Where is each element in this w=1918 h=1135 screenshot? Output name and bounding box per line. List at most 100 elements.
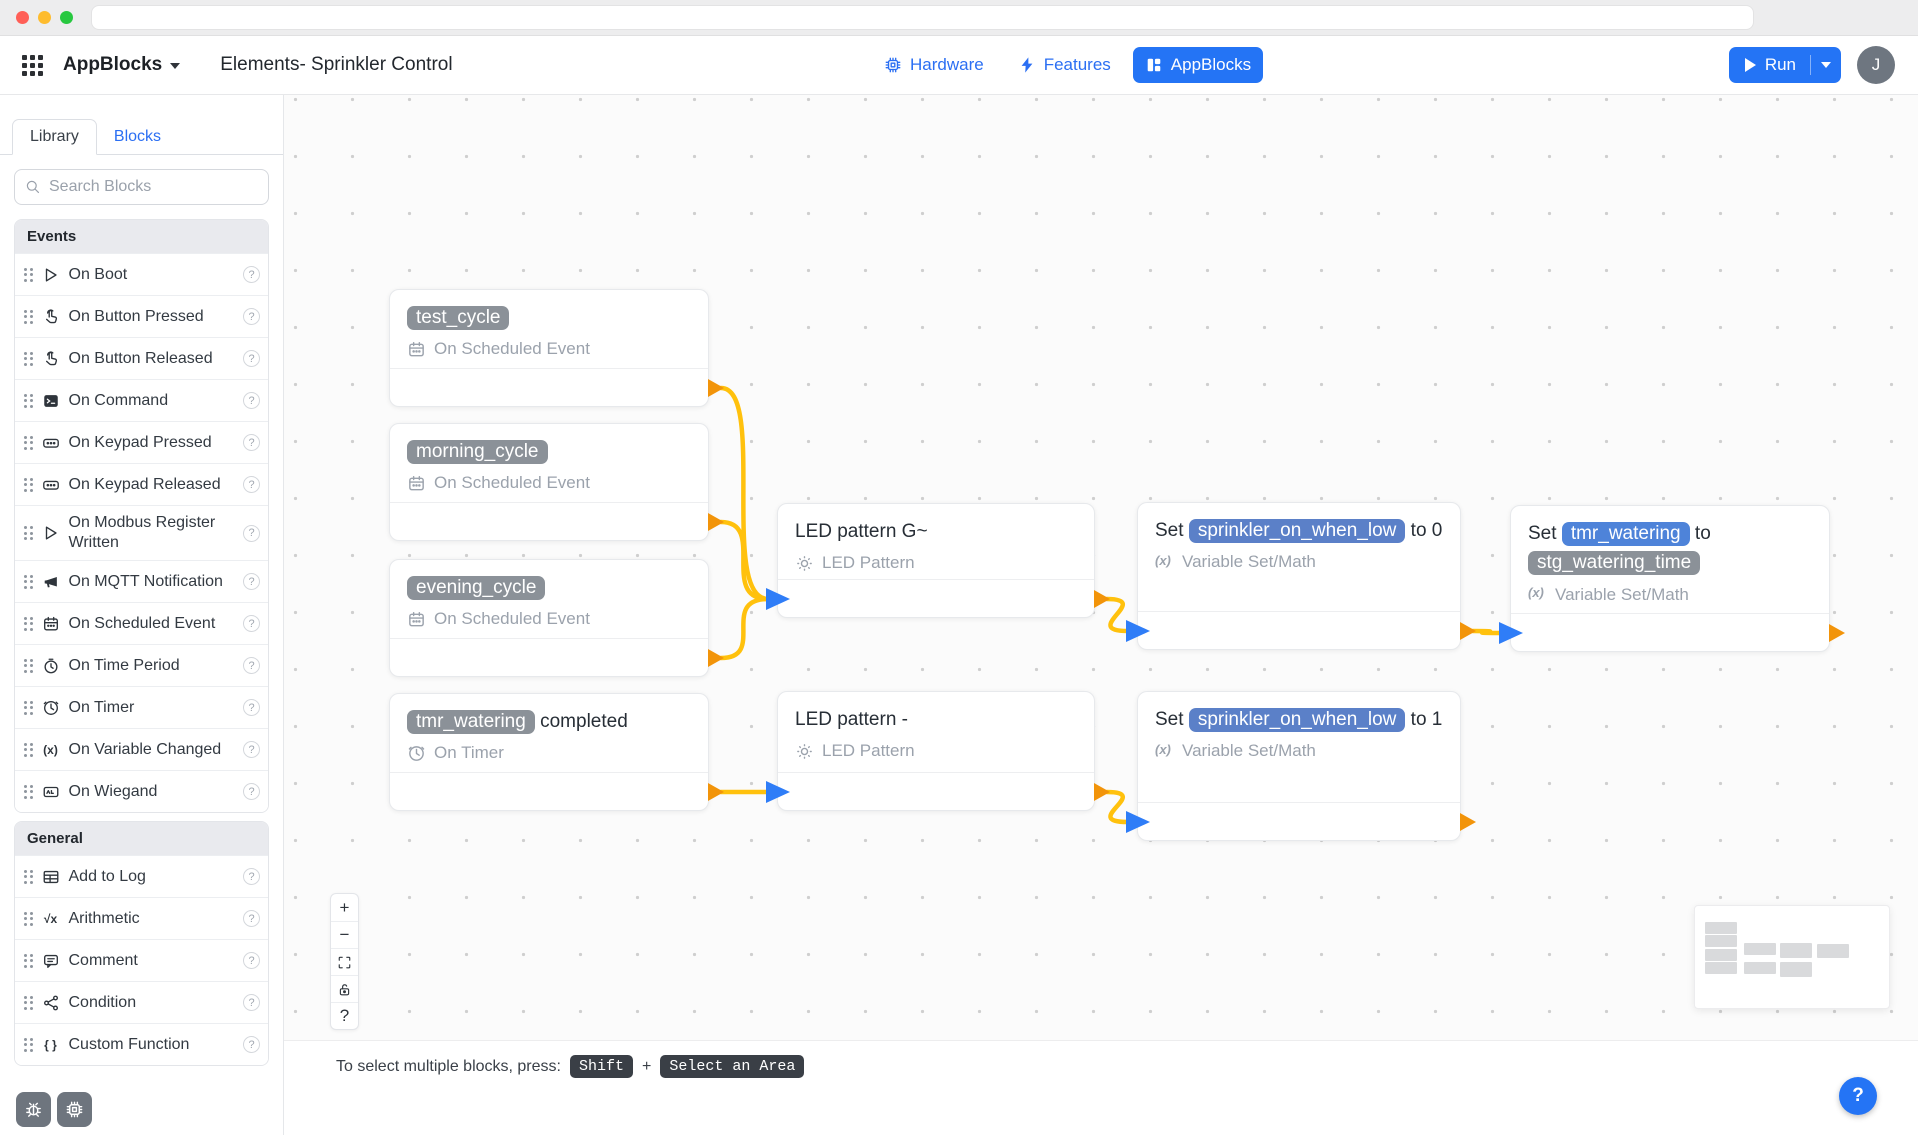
drag-handle-icon[interactable] [24,435,33,450]
block-set_tmr_watering[interactable]: Set tmr_watering to stg_watering_time(x)… [1510,505,1830,652]
item-help-icon[interactable]: ? [243,994,260,1011]
app-grid-icon[interactable] [22,54,43,76]
library-item[interactable]: On Scheduled Event? [15,602,268,644]
fit-view-button[interactable] [331,948,358,975]
nav-tab-features[interactable]: Features [1006,47,1123,83]
library-item[interactable]: On Wiegand? [15,770,268,812]
avatar[interactable]: J [1857,46,1895,84]
device-button[interactable] [57,1092,92,1127]
item-help-icon[interactable]: ? [243,868,260,885]
chip-icon [65,1100,84,1119]
item-help-icon[interactable]: ? [243,741,260,758]
block-set_sprinkler_1[interactable]: Set sprinkler_on_when_low to 1(x)Variabl… [1137,691,1461,841]
run-options-chevron-icon[interactable] [1821,62,1831,68]
drag-handle-icon[interactable] [24,658,33,673]
library-item[interactable]: On Keypad Pressed? [15,421,268,463]
drag-handle-icon[interactable] [24,953,33,968]
canvas-help-button[interactable]: ? [331,1002,358,1029]
item-help-icon[interactable]: ? [243,266,260,283]
drag-handle-icon[interactable] [24,351,33,366]
library-item[interactable]: On Keypad Released? [15,463,268,505]
output-connector-icon[interactable] [708,783,724,801]
item-help-icon[interactable]: ? [243,952,260,969]
drag-handle-icon[interactable] [24,393,33,408]
output-connector-icon[interactable] [1460,813,1476,831]
zoom-in-button[interactable]: + [339,897,350,917]
drag-handle-icon[interactable] [24,309,33,324]
output-connector-icon[interactable] [708,649,724,667]
library-item[interactable]: Condition? [15,981,268,1023]
search-input[interactable] [49,178,258,196]
item-help-icon[interactable]: ? [243,350,260,367]
block-set_sprinkler_0[interactable]: Set sprinkler_on_when_low to 0(x)Variabl… [1137,502,1461,650]
drag-handle-icon[interactable] [24,911,33,926]
library-item[interactable]: On MQTT Notification? [15,560,268,602]
output-connector-icon[interactable] [1829,624,1845,642]
zoom-out-button[interactable]: − [331,921,358,948]
minimize-window-icon[interactable] [38,11,51,24]
item-help-icon[interactable]: ? [243,910,260,927]
address-bar[interactable] [91,5,1754,30]
library-item[interactable]: { }Custom Function? [15,1023,268,1065]
library-item[interactable]: On Button Released? [15,337,268,379]
library-item[interactable]: (x)On Variable Changed? [15,728,268,770]
drag-handle-icon[interactable] [24,574,33,589]
item-help-icon[interactable]: ? [243,783,260,800]
item-help-icon[interactable]: ? [243,657,260,674]
debug-button[interactable] [16,1092,51,1127]
item-help-icon[interactable]: ? [243,524,260,542]
block-title: Set sprinkler_on_when_low to 1 [1155,705,1443,734]
output-connector-icon[interactable] [1460,622,1476,640]
sidebar-tab-blocks[interactable]: Blocks [113,128,162,145]
drag-handle-icon[interactable] [24,784,33,799]
drag-handle-icon[interactable] [24,1037,33,1052]
library-item[interactable]: On Command? [15,379,268,421]
lock-button[interactable] [331,975,358,1002]
drag-handle-icon[interactable] [24,267,33,282]
drag-handle-icon[interactable] [24,700,33,715]
nav-tab-appblocks[interactable]: AppBlocks [1132,47,1264,83]
output-connector-icon[interactable] [708,379,724,397]
item-help-icon[interactable]: ? [243,573,260,590]
library-item[interactable]: On Modbus Register Written? [15,505,268,560]
drag-handle-icon[interactable] [24,616,33,631]
item-help-icon[interactable]: ? [243,615,260,632]
library-item[interactable]: Add to Log? [15,855,268,897]
sidebar-tab-library[interactable]: Library [12,119,97,155]
nav-tab-hardware[interactable]: Hardware [872,47,996,83]
item-help-icon[interactable]: ? [243,308,260,325]
library-item[interactable]: On Timer? [15,686,268,728]
item-help-icon[interactable]: ? [243,434,260,451]
drag-handle-icon[interactable] [24,526,33,540]
output-connector-icon[interactable] [1094,783,1110,801]
output-connector-icon[interactable] [1094,590,1110,608]
drag-handle-icon[interactable] [24,742,33,757]
output-connector-icon[interactable] [708,513,724,531]
item-help-icon[interactable]: ? [243,1036,260,1053]
minimap[interactable] [1694,905,1890,1009]
library-item[interactable]: On Boot? [15,253,268,295]
app-menu-button[interactable]: AppBlocks [63,54,181,76]
app-header: AppBlocks Elements- Sprinkler Control Ha… [0,36,1918,95]
item-help-icon[interactable]: ? [243,699,260,716]
run-button[interactable]: Run [1728,47,1841,83]
drag-handle-icon[interactable] [24,477,33,492]
library-item[interactable]: On Time Period? [15,644,268,686]
library-item[interactable]: Comment? [15,939,268,981]
block-led_pattern_dash[interactable]: LED pattern -LED Pattern [777,691,1095,811]
item-help-icon[interactable]: ? [243,392,260,409]
library-item[interactable]: On Button Pressed? [15,295,268,337]
block-led_pattern_g[interactable]: LED pattern G~LED Pattern [777,503,1095,618]
close-window-icon[interactable] [16,11,29,24]
item-help-icon[interactable]: ? [243,476,260,493]
drag-handle-icon[interactable] [24,995,33,1010]
help-button[interactable]: ? [1839,1077,1877,1115]
zoom-window-icon[interactable] [60,11,73,24]
drag-handle-icon[interactable] [24,869,33,884]
